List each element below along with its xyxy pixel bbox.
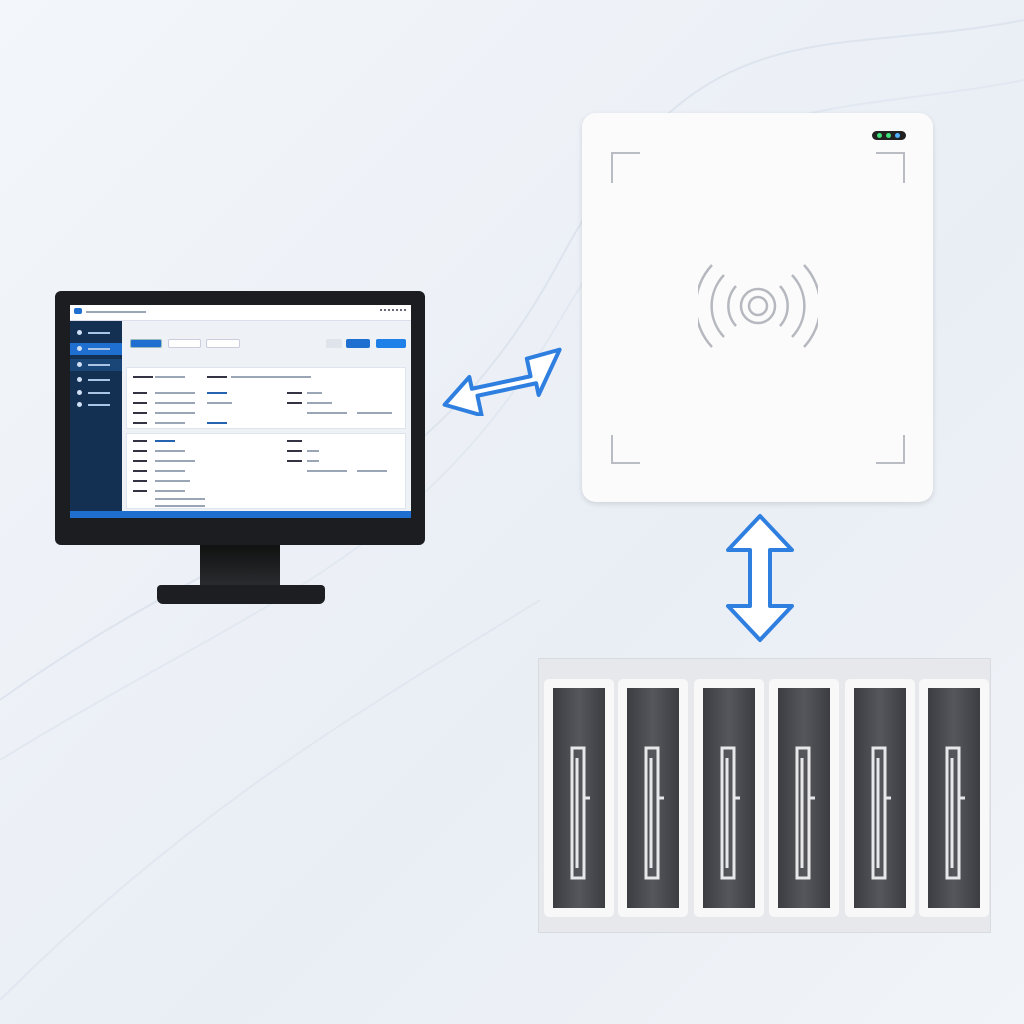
sidebar-item[interactable]	[70, 359, 122, 371]
sidebar-item-active[interactable]	[70, 343, 122, 355]
monitor	[55, 291, 425, 545]
tag-antenna	[871, 746, 891, 880]
tag-antennas	[570, 746, 965, 880]
primary-button[interactable]	[346, 339, 370, 348]
tag-antenna	[570, 746, 590, 880]
tag-antenna	[720, 746, 740, 880]
rfid-reader	[582, 113, 933, 502]
rfid-wave-icon	[698, 264, 818, 348]
tag-antenna	[795, 746, 815, 880]
primary-button[interactable]	[376, 339, 406, 348]
vertical-double-arrow-icon	[726, 514, 794, 642]
sidebar-item[interactable]	[74, 389, 118, 397]
sidebar	[70, 321, 122, 511]
rfid-tag	[544, 679, 614, 917]
toolbar-button[interactable]	[168, 339, 201, 348]
sidebar-item[interactable]	[74, 376, 118, 384]
double-arrow-icon	[442, 347, 562, 416]
toolbar-dropdown[interactable]	[130, 339, 162, 348]
status-led-icon	[872, 131, 906, 140]
app-title-bar	[70, 305, 411, 321]
monitor-stand-base	[157, 585, 325, 604]
corner-guides	[611, 152, 905, 464]
details-panel	[126, 433, 406, 509]
monitor-screen	[70, 305, 411, 518]
rfid-tag	[845, 679, 915, 917]
sidebar-item[interactable]	[74, 401, 118, 409]
monitor-stand-neck	[200, 545, 280, 587]
tag-antenna	[945, 746, 965, 880]
toolbar-button[interactable]	[206, 339, 240, 348]
app-logo-icon	[74, 308, 82, 314]
tag-antenna	[644, 746, 664, 880]
taskbar	[70, 511, 411, 518]
secondary-button[interactable]	[326, 339, 342, 348]
sidebar-item[interactable]	[74, 329, 118, 337]
form-panel	[126, 367, 406, 429]
rfid-tag-sheet	[538, 658, 991, 933]
window-controls[interactable]	[380, 309, 406, 313]
